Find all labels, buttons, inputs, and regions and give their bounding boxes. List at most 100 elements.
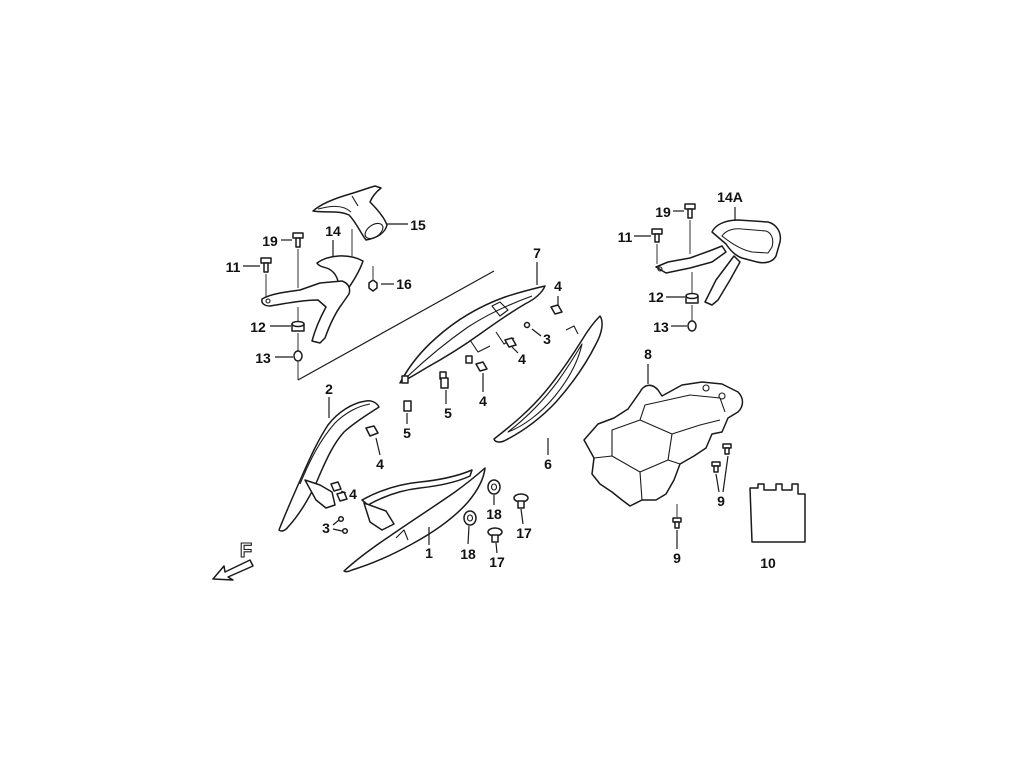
callout-13-right: 13	[653, 319, 669, 335]
bushing-12-right-top	[685, 292, 699, 300]
callout-11-left: 11	[226, 259, 241, 275]
bolt-11-left-shank	[263, 262, 269, 273]
callout-2: 2	[325, 381, 333, 397]
part-1-upper-strip	[361, 469, 473, 506]
callout-9-a: 9	[717, 493, 725, 509]
clip-5-a	[440, 377, 449, 389]
callout-5-a: 5	[444, 405, 452, 421]
leader-line-3-c	[332, 528, 343, 532]
leader-line-18-b	[467, 525, 470, 545]
clip-4-a	[550, 304, 563, 315]
callout-14a: 14A	[717, 189, 743, 205]
callout-3-a: 3	[543, 331, 551, 347]
clip-4-c	[475, 361, 488, 372]
callout-8: 8	[644, 346, 652, 362]
part-2	[278, 400, 380, 532]
part-7-tab-1	[401, 375, 409, 384]
part-14a-rail	[711, 219, 782, 264]
front-arrow-label: F	[240, 540, 252, 562]
callout-14: 14	[325, 223, 341, 239]
part-1-flap	[363, 502, 395, 531]
grab-rail-bracket-left	[261, 280, 351, 344]
part-2-lower-bracket	[304, 479, 336, 509]
callout-19-right: 19	[655, 204, 671, 220]
grommet-18-a-inner	[490, 483, 498, 491]
callout-1: 1	[425, 545, 433, 561]
callout-12-left: 12	[250, 319, 266, 335]
callout-5-b: 5	[403, 425, 411, 441]
leader-line-17-a	[520, 508, 524, 525]
part-14a-hole	[657, 266, 663, 272]
clip-4-e	[330, 481, 342, 492]
callout-19-left: 19	[262, 233, 278, 249]
callout-17-b: 17	[489, 554, 505, 570]
leader-line-9-a	[715, 473, 720, 493]
part-8	[583, 381, 744, 507]
part-14a-arm	[655, 245, 727, 274]
part-14a-leg	[704, 255, 741, 306]
clip-4-d	[365, 425, 379, 437]
part-6	[493, 315, 603, 443]
callout-4-b: 4	[518, 351, 526, 367]
part-1	[343, 467, 486, 573]
assembly-line-diagonal	[297, 270, 495, 381]
callout-18-a: 18	[486, 506, 502, 522]
bolt-9-a-shank	[713, 465, 719, 473]
callout-3-b: 3	[322, 520, 330, 536]
part-7-tab-3	[465, 355, 473, 364]
callout-4-e: 4	[349, 486, 357, 502]
bolt-9-b-shank	[724, 447, 730, 455]
callout-4-d: 4	[376, 456, 384, 472]
part-7	[399, 285, 546, 384]
screw-3-c	[341, 527, 349, 535]
leader-line-4-d	[375, 437, 381, 456]
callout-13-left: 13	[255, 350, 271, 366]
part-7-inner-edge	[407, 295, 533, 377]
clip-17-a-stem	[517, 500, 525, 509]
bolt-19-left-shank	[295, 237, 301, 248]
part-15-detail	[317, 195, 359, 213]
front-arrow-icon	[212, 559, 254, 581]
grommet-18-b	[463, 510, 477, 526]
leader-line-3-b	[332, 519, 340, 526]
part-8-detail	[593, 394, 726, 501]
part-10	[749, 483, 806, 543]
bolt-19-left-head	[292, 232, 304, 239]
nut-13-left	[293, 350, 303, 362]
callout-12-right: 12	[648, 289, 664, 305]
screw-3-b	[337, 515, 345, 523]
part-8-hole-a	[702, 384, 710, 392]
nut-13-right	[687, 320, 697, 332]
callout-15: 15	[410, 217, 426, 233]
grommet-18-b-inner	[466, 514, 474, 522]
clip-5-b	[403, 400, 412, 412]
bolt-19-right-shank	[687, 208, 693, 219]
callout-17-a: 17	[516, 525, 532, 541]
bolt-9-c-shank	[674, 521, 680, 529]
part-15-opening	[364, 222, 384, 240]
callout-9-b: 9	[673, 550, 681, 566]
clip-4-f	[336, 491, 348, 502]
screw-3-a	[523, 321, 531, 329]
leader-line-4-b	[511, 346, 519, 354]
part-14a-rail-inner	[721, 228, 774, 254]
nut-16	[368, 279, 378, 292]
callout-18-b: 18	[460, 546, 476, 562]
grommet-18-a	[487, 479, 501, 495]
leader-line-3-a	[531, 328, 542, 337]
callout-11-right: 11	[618, 229, 633, 245]
callout-10: 10	[760, 555, 776, 571]
callout-16: 16	[396, 276, 412, 292]
bushing-12-left-top	[291, 320, 305, 328]
part-1-detail	[395, 529, 409, 541]
clip-4-b	[504, 337, 517, 348]
callout-4-a: 4	[554, 278, 562, 294]
leader-line-17-b	[495, 542, 498, 554]
part-15	[312, 185, 388, 241]
clip-17-b-stem	[491, 534, 499, 543]
callout-4-c: 4	[479, 393, 487, 409]
part-8-hole-b	[718, 392, 726, 400]
callout-7: 7	[533, 245, 541, 261]
leader-line-9-b	[722, 455, 729, 493]
